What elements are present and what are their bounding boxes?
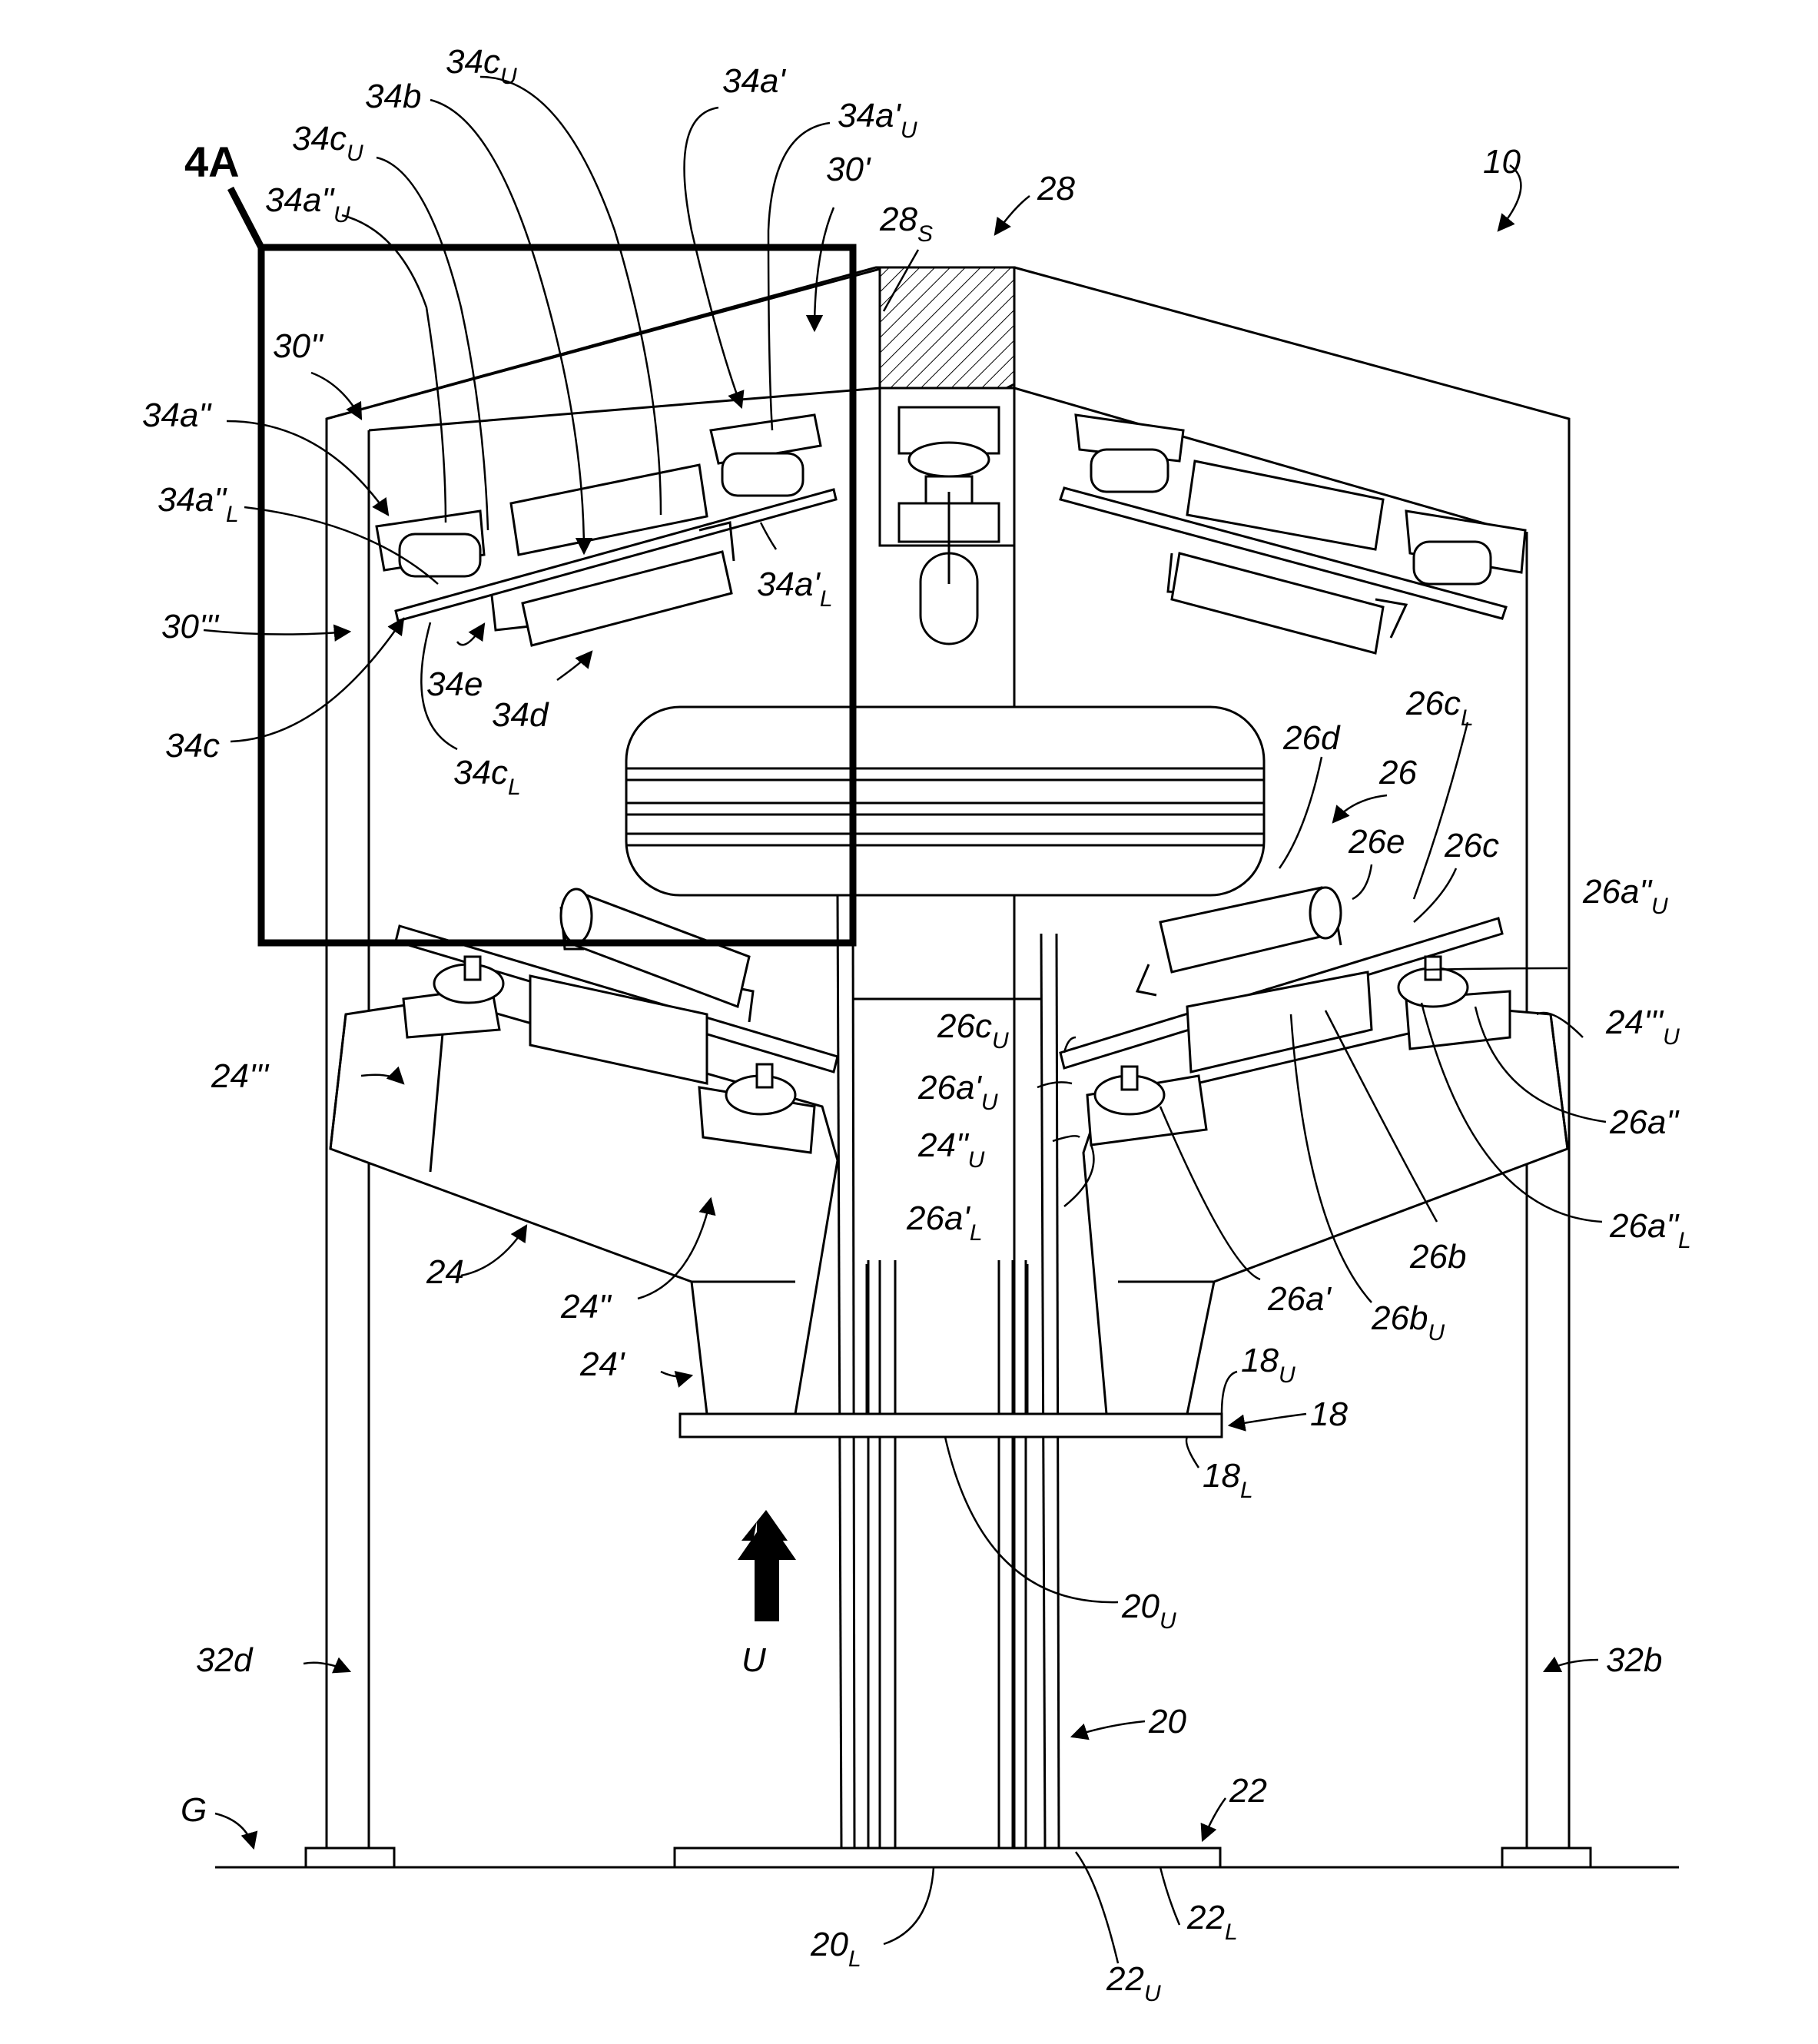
left-support-24 [330,889,838,1414]
label-30ppp: 30''' [161,608,220,645]
label-26apL: 26a'L [906,1200,983,1246]
label-U: U [741,1641,766,1679]
label-34c: 34c [165,727,220,765]
left-upper-assembly [377,415,836,645]
tire [626,707,1264,895]
label-26d: 26d [1282,719,1341,757]
right-upper-assembly [1060,415,1525,653]
label-24pp: 24" [560,1288,612,1326]
label-26c: 26c [1444,827,1499,864]
label-26b: 26b [1409,1238,1466,1276]
label-34cU-top: 34cU [446,43,517,89]
label-4a: 4A [184,138,240,186]
label-22: 22 [1229,1772,1267,1810]
label-22L: 22L [1186,1899,1238,1945]
label-18U: 18U [1241,1342,1295,1388]
label-18L: 18L [1203,1457,1253,1503]
label-10: 10 [1483,143,1521,181]
up-arrow [738,1510,796,1621]
label-24ppU: 24"U [917,1127,985,1173]
right-support [1060,888,1568,1414]
label-22U: 22U [1106,1960,1161,2006]
post-28 [880,267,1014,644]
label-26ap: 26a' [1267,1280,1332,1318]
label-34cU: 34cU [292,120,363,166]
label-34apU: 34a'U [838,97,917,143]
label-G: G [181,1791,207,1829]
label-26apU: 26a'U [917,1069,998,1115]
label-34e: 34e [426,665,483,703]
label-20L: 20L [810,1926,861,1972]
label-26app: 26a" [1609,1103,1680,1141]
label-30p: 30' [826,151,871,188]
label-26appU: 26a"U [1582,873,1668,919]
label-24pppU: 24'''U [1605,1004,1680,1050]
label-32b: 32b [1606,1641,1662,1679]
label-34app: 34a" [142,397,212,434]
label-24p: 24' [579,1346,625,1383]
label-24ppp: 24''' [211,1057,270,1095]
label-28s: 28S [879,201,933,247]
label-26e: 26e [1348,823,1405,861]
label-20U: 20U [1121,1588,1176,1634]
label-34appL: 34a"L [158,481,239,527]
label-34apL: 34a'L [757,566,833,612]
label-26cL: 26cL [1405,685,1474,731]
label-20: 20 [1148,1703,1186,1740]
label-34cL: 34cL [453,754,521,800]
label-26: 26 [1378,754,1417,791]
label-30pp: 30" [273,327,324,365]
label-34appU: 34a"U [265,181,350,227]
label-26bU: 26bU [1371,1299,1445,1346]
label-18: 18 [1310,1395,1348,1433]
label-32d: 32d [196,1641,254,1679]
label-34d: 34d [492,696,549,734]
label-24: 24 [426,1253,464,1291]
label-28: 28 [1037,170,1075,207]
label-34b: 34b [365,78,421,115]
label-34ap: 34a' [722,62,786,100]
label-26cU: 26cU [937,1007,1009,1054]
label-26appL: 26a"L [1609,1207,1691,1253]
